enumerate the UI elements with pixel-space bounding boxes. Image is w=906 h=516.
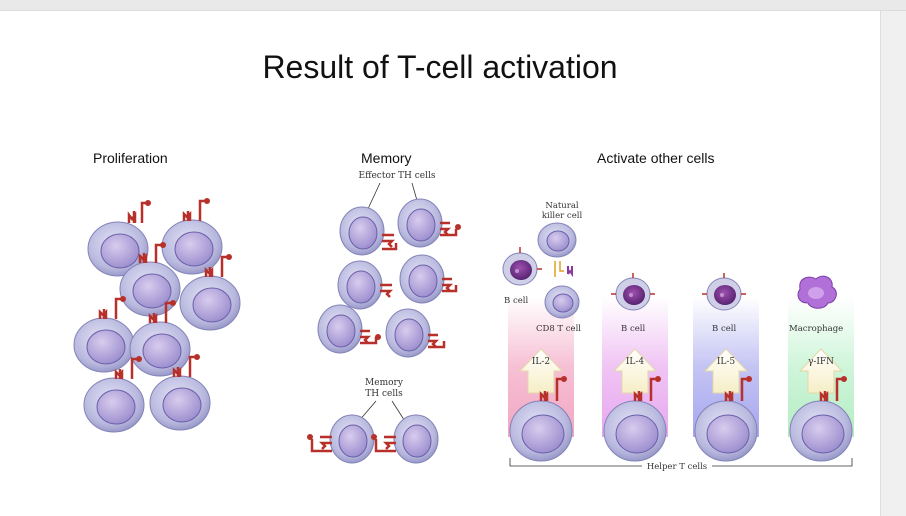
nk-cell-label-line1: Natural [545, 201, 579, 211]
ifn-label: γ-IFN [808, 357, 834, 367]
memory-cells-label-line2: TH cells [365, 389, 403, 399]
helper-t-cell [509, 376, 573, 462]
proliferation-cell [129, 300, 191, 377]
vertical-scrollbar[interactable] [880, 11, 906, 516]
helper-bracket [509, 458, 853, 467]
cytokine-arrow-ifn [798, 348, 844, 394]
proliferation-cell [73, 296, 135, 373]
b-cell-2-label: B cell [621, 324, 645, 334]
helper-t-cell [603, 376, 667, 462]
b-cell-3 [702, 273, 746, 311]
proliferation-cell [149, 354, 211, 431]
memory-t-cell [371, 414, 439, 464]
effector-cells-label: Effector TH cells [359, 171, 436, 181]
b-cell-left [502, 247, 542, 286]
slide-canvas: Result of T-cell activation Proliferatio… [0, 11, 880, 516]
effector-cell [339, 206, 398, 256]
cytokine-arrow-il2 [518, 348, 564, 394]
helper-t-cell [789, 376, 853, 462]
macrophage-label: Macrophage [789, 324, 843, 334]
memory-heading: Memory [361, 150, 412, 166]
cd8-t-cell [544, 285, 580, 319]
memory-t-cell [307, 414, 375, 464]
cytokine-arrow-il5 [703, 348, 749, 394]
effector-cell [397, 198, 461, 248]
effector-cell [399, 254, 458, 304]
proliferation-cell [83, 356, 145, 433]
helper-t-cells-label: Helper T cells [647, 462, 707, 472]
macrophage [797, 275, 837, 309]
cd8-t-cell-label: CD8 T cell [536, 324, 581, 334]
proliferation-heading: Proliferation [93, 150, 168, 166]
memory-cells-label-line1: Memory [365, 378, 404, 388]
il5-label: IL-5 [717, 357, 736, 367]
b-cell-left-label: B cell [504, 296, 528, 306]
nk-cell-label-line2: killer cell [542, 211, 583, 221]
proliferation-cell [161, 198, 223, 275]
proliferation-cell [87, 200, 151, 277]
b-cell-2 [611, 273, 655, 311]
effector-cell [317, 304, 381, 354]
il4-label: IL-4 [626, 357, 645, 367]
effector-cell [337, 260, 394, 310]
slide-title: Result of T-cell activation [262, 49, 618, 85]
helper-t-cell [694, 376, 758, 462]
il2-label: IL-2 [532, 357, 550, 367]
b-cell-3-label: B cell [712, 324, 736, 334]
effector-cell [385, 308, 446, 358]
cytokine-arrow-il4 [612, 348, 658, 394]
t-cell-activation-figure: Effector TH cells [73, 171, 854, 472]
proliferation-cell [179, 254, 241, 331]
activate-heading: Activate other cells [597, 150, 715, 166]
window-top-bar [0, 0, 906, 11]
natural-killer-cell [537, 222, 577, 258]
